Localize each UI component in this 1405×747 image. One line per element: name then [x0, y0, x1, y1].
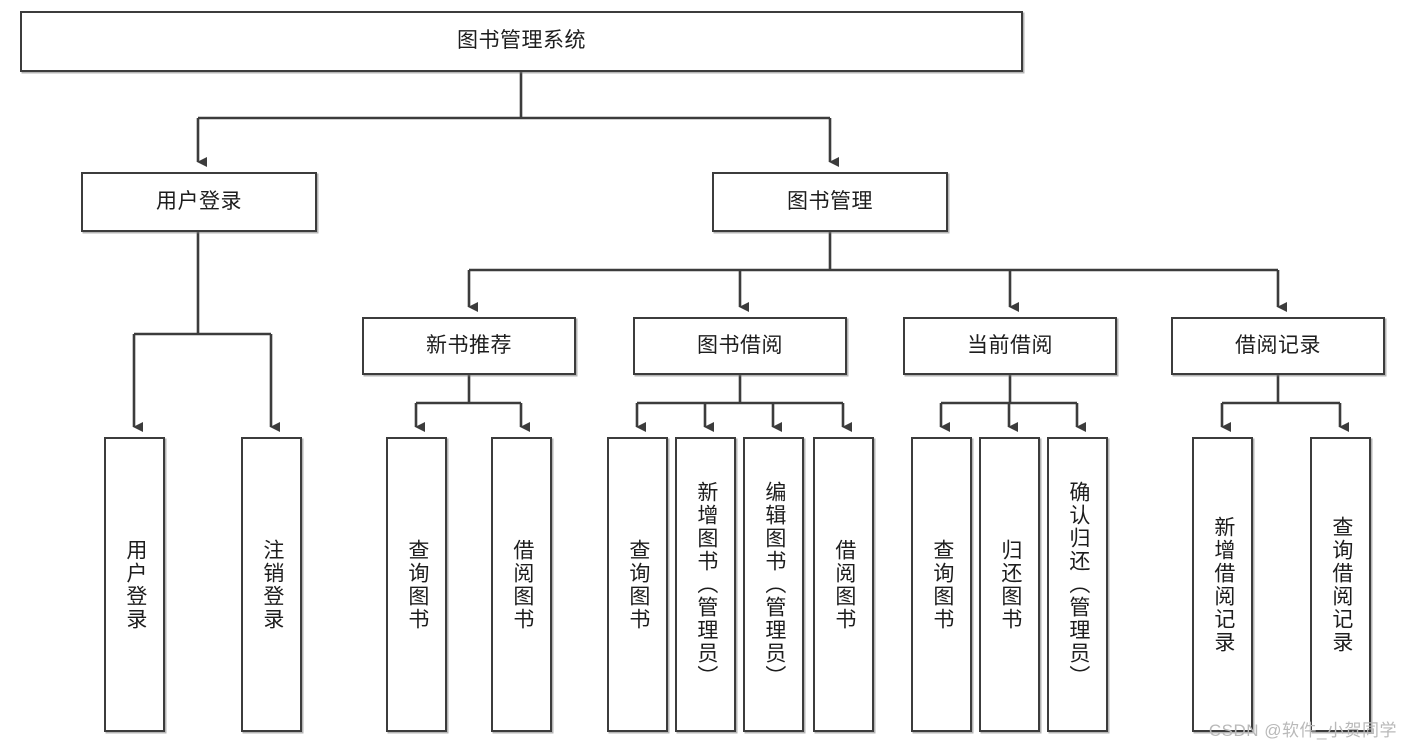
- node-leaf-user-login[interactable]: 用户登录: [104, 437, 165, 732]
- node-leaf-borrow-book-1[interactable]: 借阅图书: [491, 437, 552, 732]
- node-leaf-return-book[interactable]: 归还图书: [979, 437, 1040, 732]
- node-leaf-edit-book-admin[interactable]: 编辑图书（管理员）: [743, 437, 804, 732]
- node-book-borrow-label: 图书借阅: [697, 333, 783, 357]
- node-leaf-borrow-book-2[interactable]: 借阅图书: [813, 437, 874, 732]
- node-leaf-query-book-2-label: 查询图书: [626, 538, 650, 631]
- node-user-login[interactable]: 用户登录: [81, 172, 317, 232]
- node-leaf-user-login-label: 用户登录: [123, 538, 147, 631]
- node-leaf-query-book-3[interactable]: 查询图书: [911, 437, 972, 732]
- node-current-borrow-label: 当前借阅: [967, 333, 1053, 357]
- node-leaf-query-book-1[interactable]: 查询图书: [386, 437, 447, 732]
- node-leaf-query-book-1-label: 查询图书: [405, 538, 429, 631]
- node-leaf-borrow-book-2-label: 借阅图书: [832, 538, 856, 631]
- node-borrow-record-label: 借阅记录: [1235, 333, 1321, 357]
- node-leaf-add-book-admin[interactable]: 新增图书（管理员）: [675, 437, 736, 732]
- node-book-borrow[interactable]: 图书借阅: [633, 317, 847, 375]
- node-leaf-logout[interactable]: 注销登录: [241, 437, 302, 732]
- csdn-watermark: CSDN @软件_小贺同学: [1208, 721, 1397, 740]
- node-new-book-rec-label: 新书推荐: [426, 333, 512, 357]
- node-book-manage-label: 图书管理: [787, 189, 873, 213]
- node-leaf-borrow-book-1-label: 借阅图书: [510, 538, 534, 631]
- node-leaf-add-borrow-record-label: 新增借阅记录: [1211, 515, 1235, 654]
- node-book-manage[interactable]: 图书管理: [712, 172, 948, 232]
- node-leaf-query-book-3-label: 查询图书: [930, 538, 954, 631]
- node-leaf-add-borrow-record[interactable]: 新增借阅记录: [1192, 437, 1253, 732]
- node-leaf-query-book-2[interactable]: 查询图书: [607, 437, 668, 732]
- node-borrow-record[interactable]: 借阅记录: [1171, 317, 1385, 375]
- node-leaf-logout-label: 注销登录: [260, 538, 284, 631]
- node-leaf-query-borrow-record[interactable]: 查询借阅记录: [1310, 437, 1371, 732]
- node-new-book-rec[interactable]: 新书推荐: [362, 317, 576, 375]
- node-leaf-confirm-return-admin-label: 确认归还（管理员）: [1066, 481, 1090, 688]
- node-leaf-edit-book-admin-label: 编辑图书（管理员）: [762, 481, 786, 688]
- node-user-login-label: 用户登录: [156, 189, 242, 213]
- node-leaf-confirm-return-admin[interactable]: 确认归还（管理员）: [1047, 437, 1108, 732]
- node-leaf-return-book-label: 归还图书: [998, 538, 1022, 631]
- node-leaf-add-book-admin-label: 新增图书（管理员）: [694, 481, 718, 688]
- node-root[interactable]: 图书管理系统: [20, 11, 1023, 72]
- node-root-label: 图书管理系统: [457, 29, 586, 53]
- node-leaf-query-borrow-record-label: 查询借阅记录: [1329, 515, 1353, 654]
- node-current-borrow[interactable]: 当前借阅: [903, 317, 1117, 375]
